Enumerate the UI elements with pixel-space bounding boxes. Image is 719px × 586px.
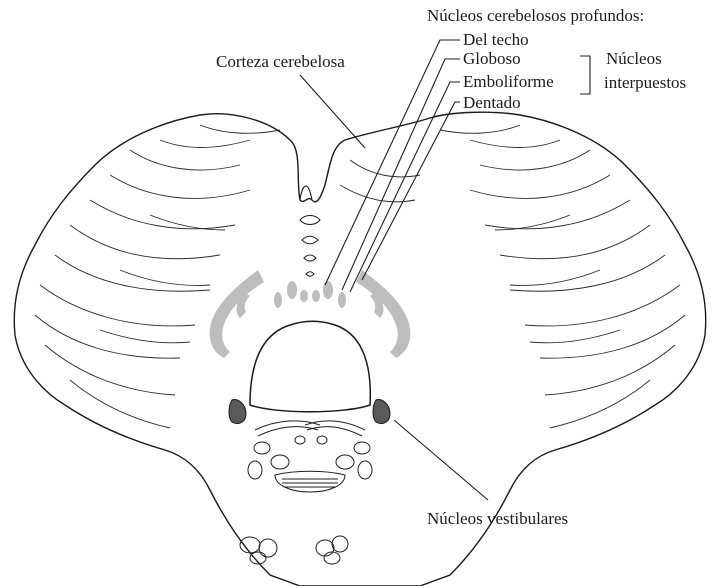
label-nucleos-interpuestos-2: interpuestos xyxy=(604,73,686,92)
label-globoso: Globoso xyxy=(463,49,521,68)
leader-corteza xyxy=(300,75,365,148)
bracket-interpuestos xyxy=(580,56,590,94)
label-corteza: Corteza cerebelosa xyxy=(216,52,345,71)
label-emboliforme: Emboliforme xyxy=(463,72,554,91)
midline-notch xyxy=(300,186,312,200)
label-nucleos-interpuestos-1: Núcleos xyxy=(606,49,662,68)
label-del-techo: Del techo xyxy=(463,30,529,49)
label-nucleos-profundos: Núcleos cerebelosos profundos: xyxy=(427,6,644,25)
label-vestibulares: Núcleos vestibulares xyxy=(427,509,568,528)
label-dentado: Dentado xyxy=(463,93,521,112)
